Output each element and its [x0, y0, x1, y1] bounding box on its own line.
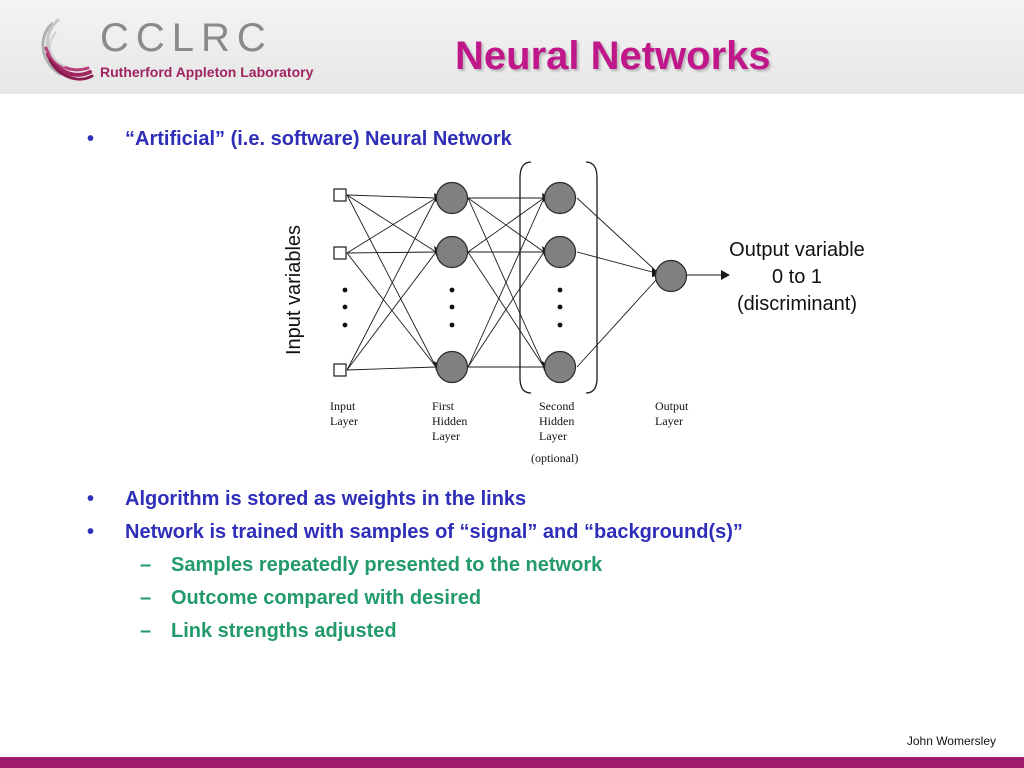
bullet-text: Network is trained with samples of “sign… [125, 521, 743, 543]
input-node [333, 188, 347, 202]
output-label-line3: (discriminant) [737, 293, 857, 315]
header-band [0, 0, 1024, 94]
first-hidden-layer-label: Layer [432, 429, 460, 443]
logo-swirl-icon [41, 18, 94, 81]
hidden-node [543, 350, 577, 384]
hidden-node [435, 350, 469, 384]
sub-bullet-item: – Outcome compared with desired [140, 587, 482, 610]
sub-bullet-mark: – [140, 620, 152, 642]
bullet-item: • Network is trained with samples of “si… [87, 521, 743, 544]
second-hidden-layer-label: Layer [539, 429, 567, 443]
output-label-line2: 0 to 1 [772, 266, 822, 288]
second-hidden-layer-label: Second [539, 399, 574, 413]
footer-band [0, 757, 1024, 768]
hidden-node [435, 235, 469, 269]
output-layer-label: Output [655, 399, 689, 413]
bullet-mark: • [87, 521, 95, 543]
first-hidden-layer-label: Hidden [432, 414, 467, 428]
sub-bullet-text: Link strengths adjusted [171, 620, 397, 642]
logo-subtitle: Rutherford Appleton Laboratory [100, 64, 314, 80]
sub-bullet-item: – Link strengths adjusted [140, 620, 397, 643]
sub-bullet-mark: – [140, 554, 152, 576]
output-node [654, 259, 688, 293]
logo-name: CCLRC [100, 16, 273, 60]
input-layer-label: Layer [330, 414, 358, 428]
bullet-text: “Artificial” (i.e. software) Neural Netw… [125, 128, 512, 150]
sub-bullet-mark: – [140, 587, 152, 609]
slide-title: Neural Networks [455, 34, 771, 78]
hidden-node [435, 181, 469, 215]
bullet-item: • Algorithm is stored as weights in the … [87, 488, 527, 511]
bullet-text: Algorithm is stored as weights in the li… [125, 488, 527, 510]
sub-bullet-text: Samples repeatedly presented to the netw… [171, 554, 603, 576]
input-variables-label: Input variables [283, 225, 305, 355]
second-hidden-layer-label: Hidden [539, 414, 574, 428]
input-node [333, 246, 347, 260]
hidden-node [543, 235, 577, 269]
cclrc-logo: CCLRC Rutherford Appleton Laboratory [34, 14, 313, 88]
bullet-mark: • [87, 488, 95, 510]
output-layer-label: Layer [655, 414, 683, 428]
bullet-mark: • [87, 128, 95, 150]
sub-bullet-item: – Samples repeatedly presented to the ne… [140, 554, 603, 577]
hidden-node [543, 181, 577, 215]
sub-bullet-text: Outcome compared with desired [171, 587, 482, 609]
output-label-line1: Output variable [729, 239, 865, 261]
footer-author: John Womersley [906, 734, 996, 748]
optional-bracket-left [519, 161, 532, 394]
bullet-item: • “Artificial” (i.e. software) Neural Ne… [87, 128, 512, 151]
input-node [333, 363, 347, 377]
input-layer-label: Input [330, 399, 356, 413]
optional-label: (optional) [531, 451, 578, 465]
first-hidden-layer-label: First [432, 399, 455, 413]
optional-bracket-right [585, 161, 598, 394]
